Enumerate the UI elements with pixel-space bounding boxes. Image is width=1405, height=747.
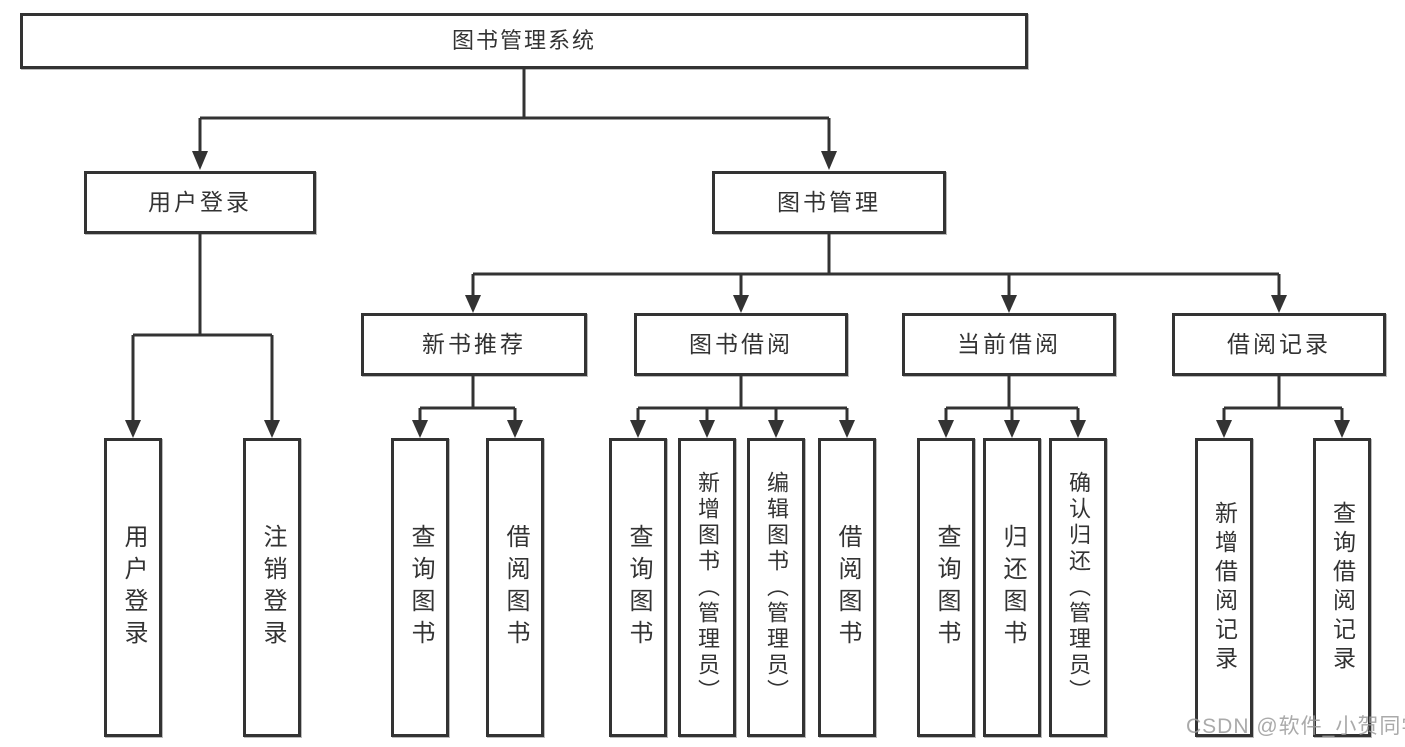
node-borrow-record: 借阅记录 [1172, 313, 1386, 376]
leaf-bb-edit-books-admin-label: 编辑图书（管理员） [764, 470, 789, 705]
leaf-cb-return-books: 归还图书 [983, 438, 1041, 737]
leaf-cb-confirm-return-admin-label: 确认归还（管理员） [1066, 470, 1091, 705]
node-book-management: 图书管理 [712, 171, 946, 234]
leaf-rec-borrow-books: 借阅图书 [486, 438, 544, 737]
leaf-cb-query-books: 查询图书 [917, 438, 975, 737]
leaf-br-query-borrow-record-label: 查询借阅记录 [1329, 500, 1356, 675]
node-book-borrow: 图书借阅 [634, 313, 848, 376]
leaf-logout-login-label: 注销登录 [259, 523, 286, 652]
node-current-borrow-label: 当前借阅 [957, 331, 1061, 357]
leaf-br-add-borrow-record: 新增借阅记录 [1195, 438, 1253, 737]
leaf-rec-query-books-label: 查询图书 [407, 523, 434, 652]
node-current-borrow: 当前借阅 [902, 313, 1116, 376]
leaf-user-login: 用户登录 [104, 438, 162, 737]
arrowheads [125, 151, 1350, 438]
leaf-logout-login: 注销登录 [243, 438, 301, 737]
node-book-borrow-label: 图书借阅 [689, 331, 793, 357]
leaf-bb-borrow-books: 借阅图书 [818, 438, 876, 737]
node-user-login-label: 用户登录 [148, 189, 252, 215]
node-user-login: 用户登录 [84, 171, 316, 234]
watermark: CSDN @软件_小贺同学 [1186, 715, 1405, 738]
node-root: 图书管理系统 [20, 13, 1028, 69]
node-new-book-recommend-label: 新书推荐 [422, 331, 526, 357]
leaf-bb-query-books-label: 查询图书 [625, 523, 652, 652]
leaf-bb-edit-books-admin: 编辑图书（管理员） [747, 438, 805, 737]
leaf-br-query-borrow-record: 查询借阅记录 [1313, 438, 1371, 737]
node-root-label: 图书管理系统 [451, 28, 596, 53]
leaf-rec-borrow-books-label: 借阅图书 [502, 523, 529, 652]
leaf-bb-add-books-admin-label: 新增图书（管理员） [695, 470, 720, 705]
leaf-user-login-label: 用户登录 [120, 523, 147, 652]
leaf-cb-query-books-label: 查询图书 [933, 523, 960, 652]
leaf-rec-query-books: 查询图书 [391, 438, 449, 737]
leaf-bb-query-books: 查询图书 [609, 438, 667, 737]
node-borrow-record-label: 借阅记录 [1227, 331, 1331, 357]
leaf-bb-borrow-books-label: 借阅图书 [834, 523, 861, 652]
leaf-cb-return-books-label: 归还图书 [999, 523, 1026, 652]
leaf-bb-add-books-admin: 新增图书（管理员） [678, 438, 736, 737]
leaf-cb-confirm-return-admin: 确认归还（管理员） [1049, 438, 1107, 737]
leaf-br-add-borrow-record-label: 新增借阅记录 [1211, 500, 1238, 675]
node-book-management-label: 图书管理 [777, 189, 881, 215]
node-new-book-recommend: 新书推荐 [361, 313, 587, 376]
